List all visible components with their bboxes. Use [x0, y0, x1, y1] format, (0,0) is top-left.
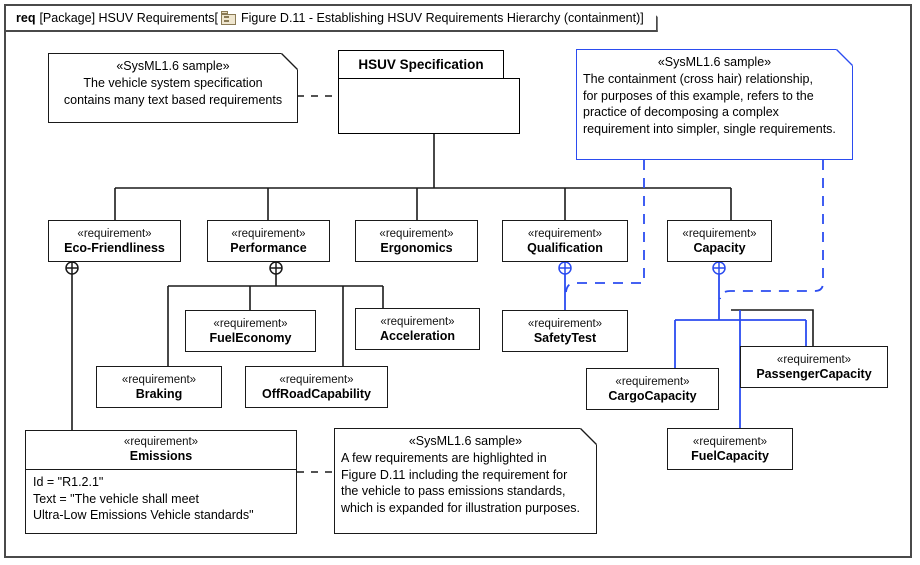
requirement-performance[interactable]: «requirement» Performance	[207, 220, 330, 262]
property-id: Id = "R1.2.1"	[33, 475, 104, 489]
stereotype-label: «requirement»	[776, 353, 852, 366]
requirement-name: PassengerCapacity	[756, 366, 872, 381]
requirement-name: Ergonomics	[380, 240, 453, 255]
stereotype-label: «requirement»	[121, 373, 197, 386]
stereotype-label: «requirement»	[692, 435, 768, 448]
requirement-name: Qualification	[527, 240, 603, 255]
requirement-name: SafetyTest	[533, 330, 597, 345]
diagram-title: Figure D.11 - Establishing HSUV Requirem…	[241, 11, 641, 25]
note-spec: «SysML1.6 sample» The vehicle system spe…	[48, 53, 298, 123]
requirement-name: Acceleration	[379, 328, 456, 343]
note-line: for purposes of this example, refers to …	[583, 88, 814, 103]
stereotype-label: «requirement»	[279, 373, 354, 386]
requirement-name: CargoCapacity	[608, 388, 697, 403]
property-text-line1: Text = "The vehicle shall meet	[33, 491, 199, 506]
note-line: requirement into simpler, single require…	[583, 121, 836, 136]
note-fold-icon	[836, 49, 853, 66]
stereotype-label: «requirement»	[682, 227, 757, 240]
requirement-passengercapacity[interactable]: «requirement» PassengerCapacity	[740, 346, 888, 388]
note-line: the vehicle to pass emissions standards,	[341, 484, 566, 498]
diagram-scope: [Package] HSUV Requirements[	[39, 11, 219, 25]
note-fold-icon	[580, 428, 597, 445]
requirement-fuelcapacity[interactable]: «requirement» FuelCapacity	[667, 428, 793, 470]
stereotype-label: «requirement»	[380, 315, 455, 328]
requirement-name: OffRoadCapability	[261, 386, 372, 401]
requirement-offroadcapability[interactable]: «requirement» OffRoadCapability	[245, 366, 388, 408]
requirement-capacity[interactable]: «requirement» Capacity	[667, 220, 772, 262]
requirement-name: Capacity	[693, 240, 746, 255]
requirement-braking[interactable]: «requirement» Braking	[96, 366, 222, 408]
diagram-kind: req	[16, 11, 36, 25]
diagram-scope-close: ]	[640, 11, 644, 25]
note-stereotype: «SysML1.6 sample»	[657, 55, 772, 69]
package-hsuv-specification[interactable]: HSUV Specification	[338, 50, 520, 134]
requirement-qualification[interactable]: «requirement» Qualification	[502, 220, 628, 262]
stereotype-label: «requirement»	[379, 227, 454, 240]
requirement-ergonomics[interactable]: «requirement» Ergonomics	[355, 220, 478, 262]
package-name: HSUV Specification	[338, 50, 504, 79]
requirement-name: FuelCapacity	[691, 448, 769, 463]
note-line: contains many text based requirements	[63, 92, 283, 107]
requirement-name: Performance	[230, 240, 307, 255]
requirement-name: Emissions	[129, 449, 193, 463]
note-stereotype: «SysML1.6 sample»	[116, 59, 230, 73]
note-line: practice of decomposing a complex	[583, 105, 779, 119]
diagram-header: req [Package] HSUV Requirements[ Figure …	[6, 6, 658, 32]
note-stereotype: «SysML1.6 sample»	[408, 434, 523, 448]
note-line: The containment (cross hair) relationshi…	[583, 72, 813, 86]
requirement-safetytest[interactable]: «requirement» SafetyTest	[502, 310, 628, 352]
emissions-header: «requirement» Emissions	[26, 431, 296, 470]
requirement-acceleration[interactable]: «requirement» Acceleration	[355, 308, 480, 350]
requirement-name: Eco-Friendliness	[64, 240, 165, 255]
note-fold-icon	[281, 53, 298, 70]
note-line: A few requirements are highlighted in	[341, 451, 547, 465]
stereotype-label: «requirement»	[123, 436, 199, 448]
emissions-properties: Id = "R1.2.1" Text = "The vehicle shall …	[26, 470, 296, 529]
note-line: Figure D.11 including the requirement fo…	[341, 467, 568, 482]
requirement-name: FuelEconomy	[209, 330, 292, 345]
stereotype-label: «requirement»	[527, 227, 603, 240]
property-text-line2: Ultra-Low Emissions Vehicle standards"	[33, 508, 254, 522]
stereotype-label: «requirement»	[527, 317, 603, 330]
stereotype-label: «requirement»	[77, 227, 152, 240]
package-diagram-icon	[221, 11, 236, 26]
stereotype-label: «requirement»	[213, 317, 288, 330]
requirement-eco-friendliness[interactable]: «requirement» Eco-Friendliness	[48, 220, 181, 262]
note-line: The vehicle system specification	[83, 76, 263, 90]
requirement-cargocapacity[interactable]: «requirement» CargoCapacity	[586, 368, 719, 410]
requirement-emissions[interactable]: «requirement» Emissions Id = "R1.2.1" Te…	[25, 430, 297, 534]
stereotype-label: «requirement»	[231, 227, 306, 240]
note-emissions: «SysML1.6 sample» A few requirements are…	[334, 428, 597, 534]
requirement-fueleconomy[interactable]: «requirement» FuelEconomy	[185, 310, 316, 352]
stereotype-label: «requirement»	[615, 375, 690, 388]
note-line: which is expanded for illustration purpo…	[341, 500, 581, 515]
requirement-name: Braking	[135, 386, 183, 401]
package-body	[338, 78, 520, 134]
note-containment: «SysML1.6 sample» The containment (cross…	[576, 49, 853, 160]
